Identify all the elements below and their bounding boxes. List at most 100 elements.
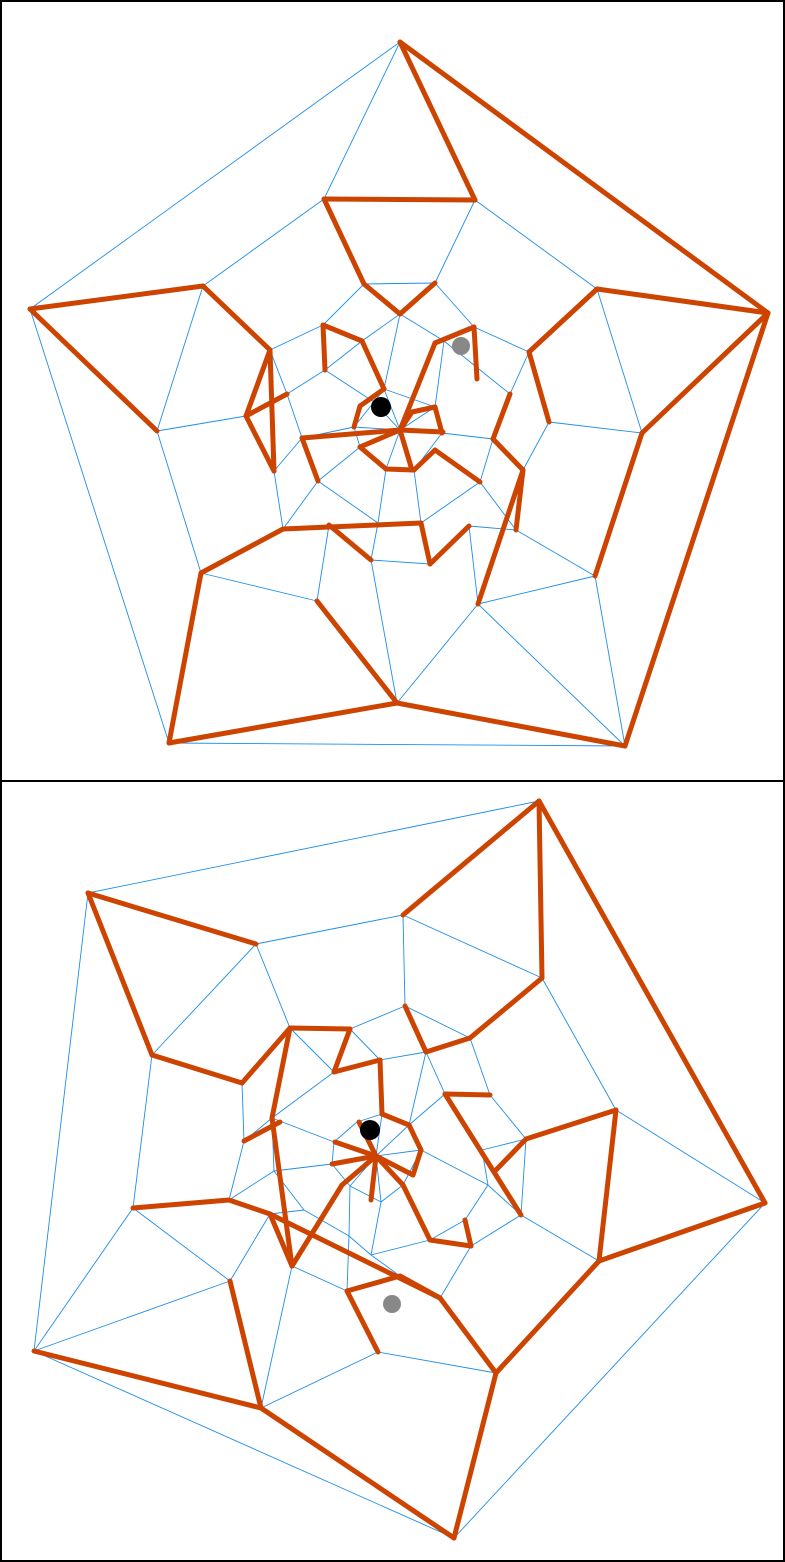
graph-edge xyxy=(364,283,435,284)
path-edge xyxy=(30,309,157,431)
path-edge xyxy=(516,470,523,530)
graph-edge xyxy=(480,439,493,482)
graph-edge xyxy=(203,199,324,286)
graph-edge xyxy=(292,1266,347,1291)
graph-edge xyxy=(376,1125,409,1156)
path-edge xyxy=(201,529,283,573)
graph-edge xyxy=(317,525,329,601)
graph-edge xyxy=(201,573,317,601)
start-marker xyxy=(371,397,391,417)
graph-edge xyxy=(409,1094,445,1125)
graph-edge xyxy=(287,394,302,438)
path-edge xyxy=(474,327,477,379)
graph-edge xyxy=(34,1281,230,1351)
path-edge xyxy=(465,1220,471,1246)
path-edge xyxy=(478,470,523,604)
graph-edge xyxy=(318,447,360,481)
graph-edge xyxy=(465,1185,488,1220)
graph-edge xyxy=(371,560,430,564)
graph-edge xyxy=(354,427,360,447)
graph-edge xyxy=(421,1150,488,1185)
path-edge xyxy=(400,343,435,430)
path-edge xyxy=(445,1094,490,1095)
path-edge xyxy=(493,394,510,439)
path-edge xyxy=(30,286,203,309)
graph-edge xyxy=(442,433,493,439)
graph-edge xyxy=(290,1028,334,1072)
graph-edge xyxy=(470,1038,490,1095)
path-edge xyxy=(203,286,270,350)
bottom-graph-panel xyxy=(0,782,785,1562)
graph-edge xyxy=(334,1122,357,1142)
path-edge xyxy=(382,1114,409,1125)
graph-edge xyxy=(34,893,88,1351)
path-edge xyxy=(599,1110,616,1261)
path-edge xyxy=(414,450,435,470)
path-edge xyxy=(409,1125,421,1150)
path-edge xyxy=(270,350,274,471)
path-edge xyxy=(405,1006,426,1052)
graph-edge xyxy=(229,1171,274,1200)
graph-edge xyxy=(378,469,386,523)
graph-edge xyxy=(409,1052,426,1125)
graph-edge xyxy=(362,314,400,341)
path-edge xyxy=(169,703,397,743)
graph-edge xyxy=(421,482,480,523)
graph-edge xyxy=(616,1110,765,1203)
path-edge xyxy=(347,1291,378,1352)
path-edge xyxy=(88,893,256,944)
path-edge xyxy=(302,438,318,481)
bottom-graph-canvas xyxy=(2,782,785,1562)
graph-edge xyxy=(542,978,616,1110)
path-edge xyxy=(400,42,475,200)
graph-edge xyxy=(435,283,474,327)
path-edge xyxy=(526,1110,616,1139)
graph-edge xyxy=(169,743,625,746)
path-edge xyxy=(435,450,480,482)
graph-edge xyxy=(256,915,403,944)
graph-edge xyxy=(349,1186,350,1236)
path-edge xyxy=(430,1240,471,1246)
path-edge xyxy=(403,801,539,915)
graph-edge xyxy=(157,286,203,431)
graph-edge xyxy=(323,284,364,325)
graph-edge xyxy=(521,1139,526,1215)
path-edge xyxy=(454,1373,496,1538)
path-edge xyxy=(529,289,597,352)
graph-edge xyxy=(324,42,400,199)
path-edge xyxy=(470,978,542,1038)
graph-edge xyxy=(597,289,642,433)
graph-edge xyxy=(133,1208,230,1281)
graph-edge xyxy=(549,422,642,433)
path-edge xyxy=(360,447,386,469)
path-edge xyxy=(539,801,765,1203)
graph-edge xyxy=(490,1095,526,1139)
path-edge xyxy=(88,893,152,1055)
path-edge xyxy=(400,42,768,313)
path-edge xyxy=(412,407,435,412)
graph-edge xyxy=(426,1052,445,1094)
path-edge xyxy=(400,430,443,432)
graph-edge xyxy=(152,944,256,1055)
path-edge xyxy=(400,283,435,314)
path-edge xyxy=(529,352,549,422)
graph-edge xyxy=(403,915,405,1006)
graph-edge xyxy=(469,526,478,604)
graph-edge xyxy=(270,325,323,350)
graph-edge xyxy=(350,1186,381,1202)
graph-edge xyxy=(471,1215,521,1246)
path-edge xyxy=(362,341,384,389)
path-edge xyxy=(246,416,274,471)
graph-edge xyxy=(376,1150,421,1156)
graph-edge xyxy=(516,530,595,576)
path-edge xyxy=(595,433,642,576)
path-edge xyxy=(34,1351,261,1408)
path-edge xyxy=(421,523,430,564)
graph-edge xyxy=(274,471,283,529)
path-edge xyxy=(261,1408,454,1538)
graph-edge xyxy=(521,1215,599,1261)
path-edge xyxy=(334,1060,380,1072)
top-graph-canvas xyxy=(2,2,785,784)
graph-edge xyxy=(378,1352,496,1373)
path-edge xyxy=(435,407,442,433)
